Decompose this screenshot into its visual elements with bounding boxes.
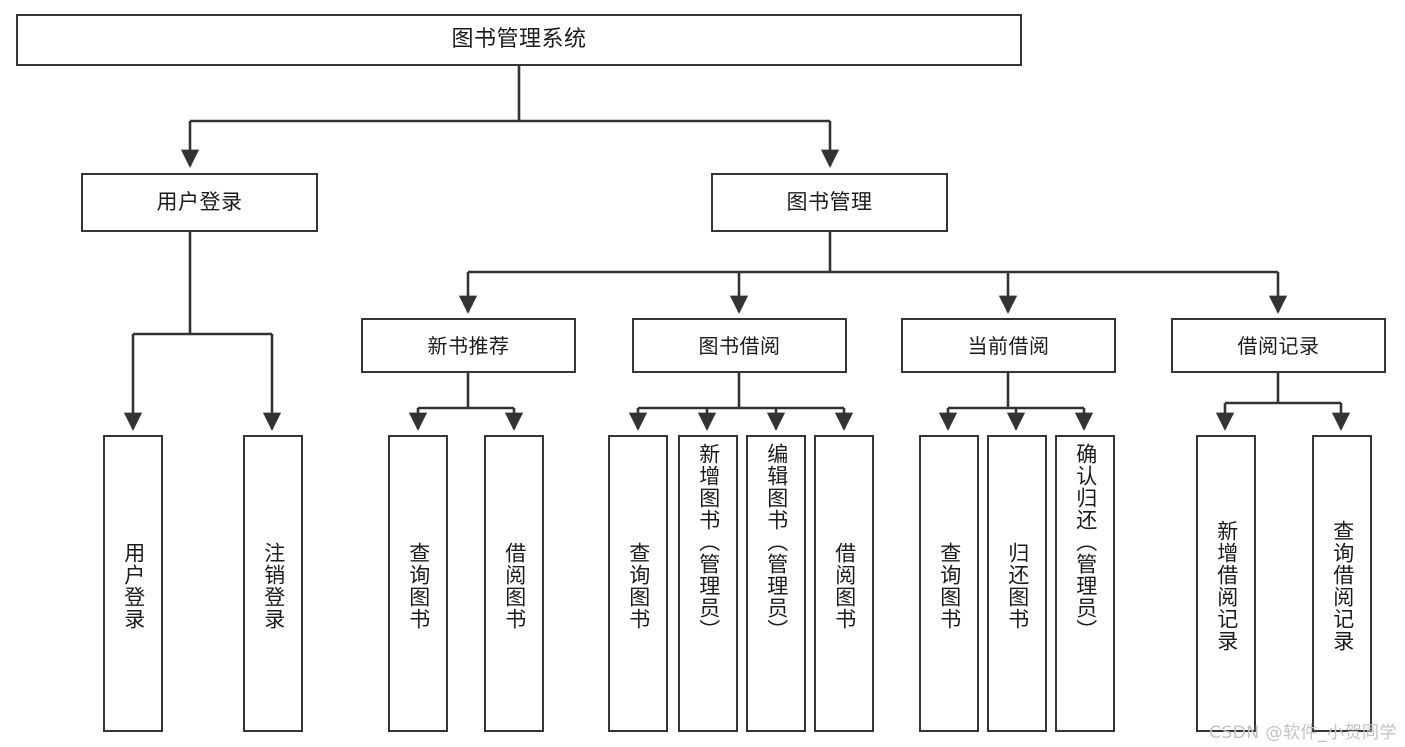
leaf-book-borrow-query-book-inner: 查询图书 <box>610 441 666 730</box>
node-current-borrow[interactable]: 当前借阅 <box>901 318 1116 373</box>
leaf-borrow-record-add-record[interactable]: 新增借阅记录 <box>1196 435 1256 732</box>
node-root-book-management-system[interactable]: 图书管理系统 <box>16 14 1022 66</box>
leaf-current-borrow-query-book-inner: 查询图书 <box>921 441 977 730</box>
leaf-user-login-login[interactable]: 用户登录 <box>103 435 163 732</box>
leaf-borrow-record-add-record-label: 新增借阅记录 <box>1214 519 1239 652</box>
node-borrow-record-label: 借阅记录 <box>1237 333 1320 358</box>
leaf-user-login-logout-inner: 注销登录 <box>245 441 301 730</box>
leaf-current-borrow-confirm-return-label: 确认归还（管理员） <box>1073 443 1098 641</box>
csdn-watermark: CSDN @软件_小贺同学 <box>1209 723 1397 743</box>
leaf-book-borrow-edit-book-label: 编辑图书（管理员） <box>764 443 789 641</box>
leaf-new-book-borrow-book-inner: 借阅图书 <box>486 441 542 730</box>
leaf-book-borrow-add-book-inner: 新增图书（管理员） <box>680 441 736 732</box>
node-book-management[interactable]: 图书管理 <box>711 173 948 232</box>
leaf-book-borrow-query-book-label: 查询图书 <box>626 541 651 630</box>
node-book-borrow-label: 图书借阅 <box>698 333 781 358</box>
node-root-label: 图书管理系统 <box>451 26 587 52</box>
leaf-borrow-record-query-record-inner: 查询借阅记录 <box>1314 441 1370 730</box>
leaf-book-borrow-edit-book-inner: 编辑图书（管理员） <box>748 441 804 732</box>
leaf-current-borrow-query-book[interactable]: 查询图书 <box>919 435 979 732</box>
leaf-user-login-login-label: 用户登录 <box>121 541 146 630</box>
leaf-book-borrow-edit-book[interactable]: 编辑图书（管理员） <box>746 435 806 732</box>
leaf-current-borrow-return-book[interactable]: 归还图书 <box>987 435 1047 732</box>
node-user-login[interactable]: 用户登录 <box>81 173 318 232</box>
leaf-current-borrow-query-book-label: 查询图书 <box>937 541 962 630</box>
leaf-borrow-record-query-record-label: 查询借阅记录 <box>1330 519 1355 652</box>
leaf-new-book-query-book-inner: 查询图书 <box>390 441 446 730</box>
leaf-borrow-record-query-record[interactable]: 查询借阅记录 <box>1312 435 1372 732</box>
leaf-book-borrow-borrow-book-inner: 借阅图书 <box>816 441 872 730</box>
node-new-book-recommend[interactable]: 新书推荐 <box>361 318 576 373</box>
node-book-borrow[interactable]: 图书借阅 <box>632 318 847 373</box>
leaf-user-login-logout-label: 注销登录 <box>261 541 286 630</box>
node-new-book-recommend-label: 新书推荐 <box>427 333 510 358</box>
leaf-book-borrow-add-book-label: 新增图书（管理员） <box>696 443 721 641</box>
leaf-current-borrow-confirm-return[interactable]: 确认归还（管理员） <box>1055 435 1115 732</box>
node-book-management-label: 图书管理 <box>786 189 873 214</box>
node-current-borrow-label: 当前借阅 <box>967 333 1050 358</box>
node-borrow-record[interactable]: 借阅记录 <box>1171 318 1386 373</box>
leaf-book-borrow-add-book[interactable]: 新增图书（管理员） <box>678 435 738 732</box>
leaf-book-borrow-query-book[interactable]: 查询图书 <box>608 435 668 732</box>
node-user-login-label: 用户登录 <box>156 189 243 214</box>
leaf-book-borrow-borrow-book-label: 借阅图书 <box>832 541 857 630</box>
leaf-current-borrow-return-book-label: 归还图书 <box>1005 541 1030 630</box>
leaf-user-login-login-inner: 用户登录 <box>105 441 161 730</box>
leaf-current-borrow-confirm-return-inner: 确认归还（管理员） <box>1057 441 1113 732</box>
leaf-new-book-query-book[interactable]: 查询图书 <box>388 435 448 732</box>
leaf-new-book-borrow-book-label: 借阅图书 <box>502 541 527 630</box>
leaf-new-book-query-book-label: 查询图书 <box>406 541 431 630</box>
leaf-user-login-logout[interactable]: 注销登录 <box>243 435 303 732</box>
leaf-book-borrow-borrow-book[interactable]: 借阅图书 <box>814 435 874 732</box>
leaf-current-borrow-return-book-inner: 归还图书 <box>989 441 1045 730</box>
leaf-borrow-record-add-record-inner: 新增借阅记录 <box>1198 441 1254 730</box>
leaf-new-book-borrow-book[interactable]: 借阅图书 <box>484 435 544 732</box>
